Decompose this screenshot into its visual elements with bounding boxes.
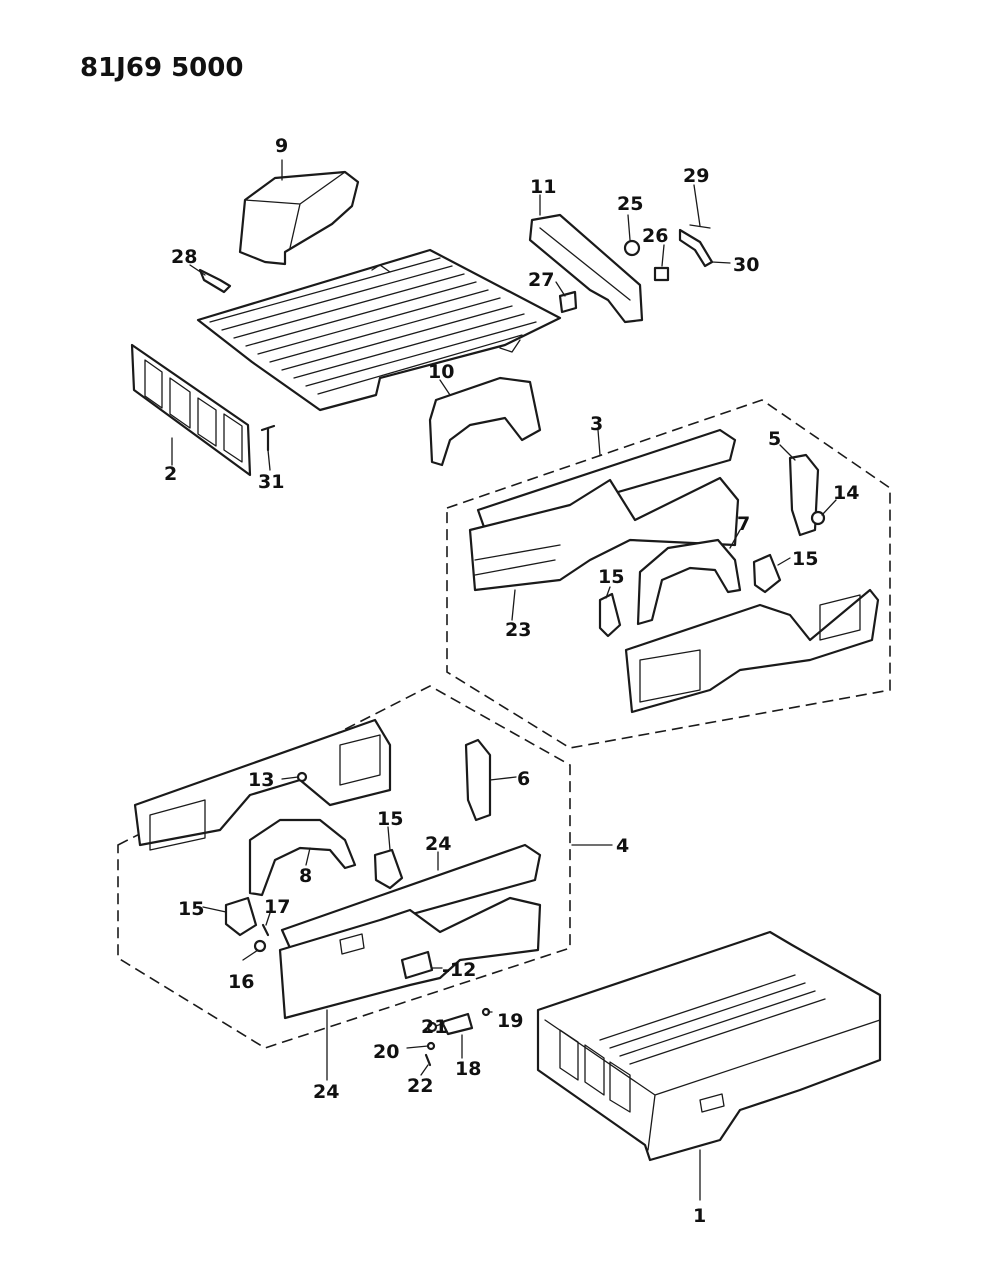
part-14-nut	[810, 510, 826, 526]
diagram-code: 81J69 5000	[80, 53, 243, 83]
part-15-splash-a	[752, 553, 782, 594]
callout-30: 30	[733, 254, 759, 276]
callout-12: -12	[442, 959, 476, 981]
part-7-wheelhouse	[636, 538, 742, 626]
part-15-splash-d	[224, 896, 258, 937]
group-box-4	[117, 685, 571, 1049]
part-2-front-panel	[130, 343, 252, 477]
part-9-shield	[238, 170, 360, 266]
part-15-splash-b	[598, 592, 622, 638]
part-21-screw	[426, 1021, 438, 1033]
callout-18: 18	[455, 1058, 481, 1080]
callout-29: 29	[683, 165, 709, 187]
part-13-screw	[296, 771, 308, 783]
callout-24b: 24	[313, 1081, 339, 1103]
callout-25: 25	[617, 193, 643, 215]
part-8-wheelhouse	[248, 818, 357, 897]
part-11-rail	[528, 213, 644, 324]
callout-8: 8	[299, 865, 312, 887]
part-15-splash-c	[373, 848, 404, 890]
part-26-bolt	[653, 266, 670, 282]
callout-1: 1	[693, 1205, 706, 1227]
part-16-nut	[253, 939, 267, 953]
part-23-side-panel	[468, 476, 740, 592]
group-box-3	[446, 399, 891, 749]
part-6-post	[464, 738, 492, 822]
part-bed-floor	[196, 248, 562, 412]
part-12-pocket	[400, 950, 434, 980]
callout-15c: 15	[377, 808, 403, 830]
callout-3: 3	[590, 413, 603, 435]
callout-28: 28	[171, 246, 197, 268]
callout-16: 16	[228, 971, 254, 993]
callout-13: 13	[248, 769, 274, 791]
callout-22: 22	[407, 1075, 433, 1097]
part-18-door	[440, 1012, 474, 1036]
callout-9: 9	[275, 135, 288, 157]
callout-6: 6	[517, 768, 530, 790]
part-30-hook	[678, 228, 714, 268]
part-24-side-rail	[280, 843, 542, 950]
callout-4: 4	[616, 835, 629, 857]
part-31-bolt	[260, 424, 276, 452]
leader-lines	[171, 159, 837, 1201]
callout-11: 11	[530, 176, 556, 198]
callout-labels: 1 2 3 4 5 6 7 8 9 10 11 -12 13 14 15 15 …	[164, 135, 859, 1227]
callout-14: 14	[833, 482, 859, 504]
callout-19: 19	[497, 1010, 523, 1032]
part-5-post	[788, 453, 820, 537]
part-20-washer	[426, 1041, 436, 1051]
part-inner-panel-left	[133, 718, 392, 851]
callout-15b: 15	[598, 566, 624, 588]
part-28-clip	[198, 268, 232, 294]
part-27-bracket	[558, 290, 578, 314]
callout-15a: 15	[792, 548, 818, 570]
part-25-bumper	[623, 239, 641, 257]
callout-5: 5	[768, 428, 781, 450]
part-10-wheelhouse	[428, 376, 542, 467]
callout-15d: 15	[178, 898, 204, 920]
callout-7: 7	[737, 513, 750, 535]
callout-10: 10	[428, 361, 454, 383]
callout-31: 31	[258, 471, 284, 493]
callout-24a: 24	[425, 833, 451, 855]
part-17-stud	[261, 923, 270, 937]
part-1-box-assembly	[536, 930, 882, 1162]
callout-26: 26	[642, 225, 668, 247]
callout-21: 21	[421, 1016, 447, 1038]
callout-17: 17	[264, 896, 290, 918]
callout-23: 23	[505, 619, 531, 641]
part-inner-panel-right	[624, 588, 880, 714]
part-22-screw	[424, 1053, 432, 1067]
callout-27: 27	[528, 269, 554, 291]
callout-2: 2	[164, 463, 177, 485]
callout-20: 20	[373, 1041, 399, 1063]
